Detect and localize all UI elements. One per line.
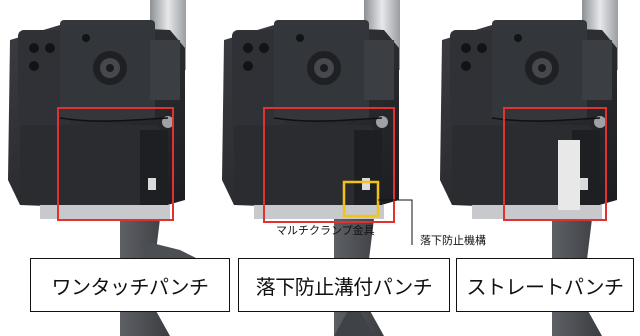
label-one-touch-punch: ワンタッチパンチ: [30, 258, 230, 312]
label-straight-punch: ストレートパンチ: [456, 258, 634, 312]
highlight-box-yellow: [342, 180, 380, 218]
photo-panel-straight: [438, 0, 640, 336]
highlight-box-red-3: [503, 107, 607, 221]
highlight-box-red-2: [263, 107, 395, 223]
callout-clamp-label: マルチクランプ金具: [276, 224, 375, 237]
highlight-box-red-1: [57, 107, 174, 221]
callout-drop-prevention-label: 落下防止機構: [420, 234, 486, 247]
callout-line: [378, 199, 413, 245]
label-drop-prevention-punch: 落下防止溝付パンチ: [238, 258, 450, 312]
photo-panel-drop-prevention: [214, 0, 438, 336]
